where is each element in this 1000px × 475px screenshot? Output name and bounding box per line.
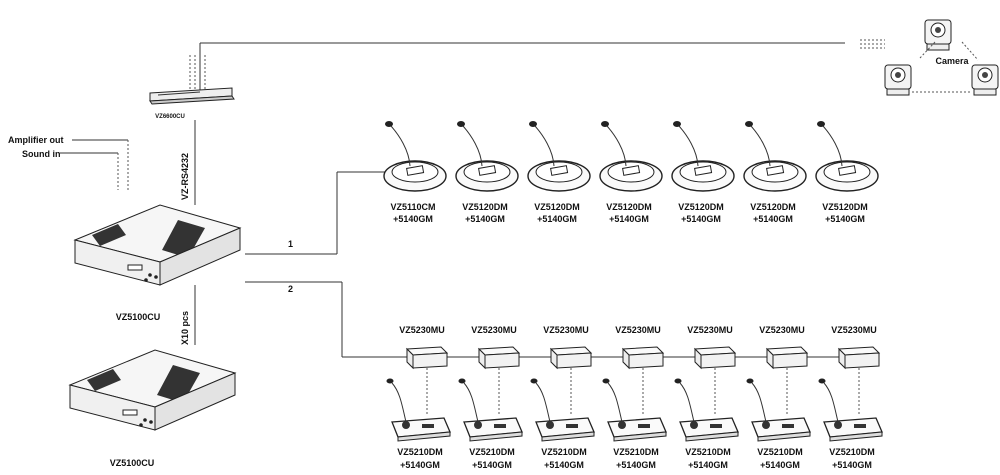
desktop-microphone: VZ5210DM +5140GM <box>602 378 667 470</box>
desktop-mic-addon-label: +5140GM <box>688 460 728 470</box>
conference-microphone: VZ5120DM +5140GM <box>599 121 663 224</box>
amplifier-out-label: Amplifier out <box>8 135 64 145</box>
camera-icon <box>924 19 952 51</box>
microphone-addon-label: +5140GM <box>465 214 505 224</box>
microphone-model-label: VZ5120DM <box>534 202 580 212</box>
desktop-microphone: VZ5210DM +5140GM <box>818 378 883 470</box>
rs232-link: VZ-RS4232 <box>180 120 196 205</box>
mu-model-label: VZ5230MU <box>471 325 517 335</box>
desktop-microphone: VZ5210DM +5140GM <box>386 378 451 470</box>
conference-microphone: VZ5120DM +5140GM <box>455 121 519 224</box>
mu-unit: VZ5230MU <box>543 325 593 415</box>
mu-model-label: VZ5230MU <box>687 325 733 335</box>
extension-unit-label: VZ5100CU <box>110 458 155 468</box>
microphone-row: VZ5110CM +5140GM VZ5120DM +5140GM VZ5120DM +5… <box>383 121 879 224</box>
desktop-mic-model-label: VZ5210DM <box>469 447 515 457</box>
mu-unit: VZ5230MU <box>687 325 737 415</box>
desktop-microphone: VZ5210DM +5140GM <box>530 378 595 470</box>
desktop-mic-model-label: VZ5210DM <box>829 447 875 457</box>
conference-microphone: VZ5120DM +5140GM <box>671 121 735 224</box>
microphone-addon-label: +5140GM <box>753 214 793 224</box>
mu-unit: VZ5230MU <box>831 325 881 415</box>
microphone-model-label: VZ5120DM <box>606 202 652 212</box>
desktop-mic-model-label: VZ5210DM <box>757 447 803 457</box>
conference-microphone: VZ5120DM +5140GM <box>527 121 591 224</box>
mu-model-label: VZ5230MU <box>543 325 589 335</box>
microphone-addon-label: +5140GM <box>681 214 721 224</box>
microphone-model-label: VZ5110CM <box>390 202 435 212</box>
desktop-mic-model-label: VZ5210DM <box>397 447 443 457</box>
rs232-label: VZ-RS4232 <box>180 153 190 200</box>
desktop-mic-model-label: VZ5210DM <box>685 447 731 457</box>
camera-link <box>189 39 885 90</box>
camera-label: Camera <box>935 56 969 66</box>
microphone-addon-label: +5140GM <box>825 214 865 224</box>
mu-unit-row: VZ5230MU VZ5230MU VZ5230MU VZ5230MU VZ5230MU… <box>399 325 881 415</box>
desktop-mic-model-label: VZ5210DM <box>613 447 659 457</box>
microphone-addon-label: +5140GM <box>393 214 433 224</box>
microphone-model-label: VZ5120DM <box>462 202 508 212</box>
vz6600cu-label: VZ6600CU <box>155 114 185 120</box>
microphone-addon-label: +5140GM <box>537 214 577 224</box>
desktop-mic-addon-label: +5140GM <box>760 460 800 470</box>
x10-label: X10 pcs <box>180 311 190 345</box>
line-2-label: 2 <box>288 284 293 294</box>
desktop-mic-addon-label: +5140GM <box>472 460 512 470</box>
desktop-mic-row: VZ5210DM +5140GM VZ5210DM +5140GM VZ5210DM +5… <box>386 378 883 470</box>
conference-microphone: VZ5110CM +5140GM <box>383 121 447 224</box>
conference-microphone: VZ5120DM +5140GM <box>743 121 807 224</box>
sound-in-label: Sound in <box>22 149 61 159</box>
vz6600cu-unit: VZ6600CU <box>149 87 235 120</box>
desktop-mic-addon-label: +5140GM <box>616 460 656 470</box>
microphone-model-label: VZ5120DM <box>678 202 724 212</box>
camera-group: Camera <box>884 19 999 96</box>
mu-unit: VZ5230MU <box>399 325 449 415</box>
mu-model-label: VZ5230MU <box>831 325 877 335</box>
conference-microphone: VZ5120DM +5140GM <box>815 121 879 224</box>
mu-unit: VZ5230MU <box>615 325 665 415</box>
cascade-link: X10 pcs <box>180 285 196 345</box>
desktop-mic-model-label: VZ5210DM <box>541 447 587 457</box>
mu-model-label: VZ5230MU <box>615 325 661 335</box>
mu-unit: VZ5230MU <box>471 325 521 415</box>
camera-icon <box>971 64 999 96</box>
desktop-mic-addon-label: +5140GM <box>400 460 440 470</box>
mu-model-label: VZ5230MU <box>759 325 805 335</box>
microphone-model-label: VZ5120DM <box>750 202 796 212</box>
line-1-label: 1 <box>288 239 293 249</box>
mu-model-label: VZ5230MU <box>399 325 445 335</box>
mu-unit: VZ5230MU <box>759 325 809 415</box>
camera-icon <box>884 64 912 96</box>
desktop-microphone: VZ5210DM +5140GM <box>746 378 811 470</box>
desktop-mic-addon-label: +5140GM <box>832 460 872 470</box>
microphone-model-label: VZ5120DM <box>822 202 868 212</box>
desktop-microphone: VZ5210DM +5140GM <box>458 378 523 470</box>
desktop-microphone: VZ5210DM +5140GM <box>674 378 739 470</box>
extension-control-unit: VZ5100CU <box>68 349 237 468</box>
audio-io: Amplifier out Sound in <box>8 135 129 190</box>
main-control-unit: VZ5100CU <box>73 204 242 322</box>
microphone-addon-label: +5140GM <box>609 214 649 224</box>
desktop-mic-addon-label: +5140GM <box>544 460 584 470</box>
main-unit-label: VZ5100CU <box>116 312 161 322</box>
